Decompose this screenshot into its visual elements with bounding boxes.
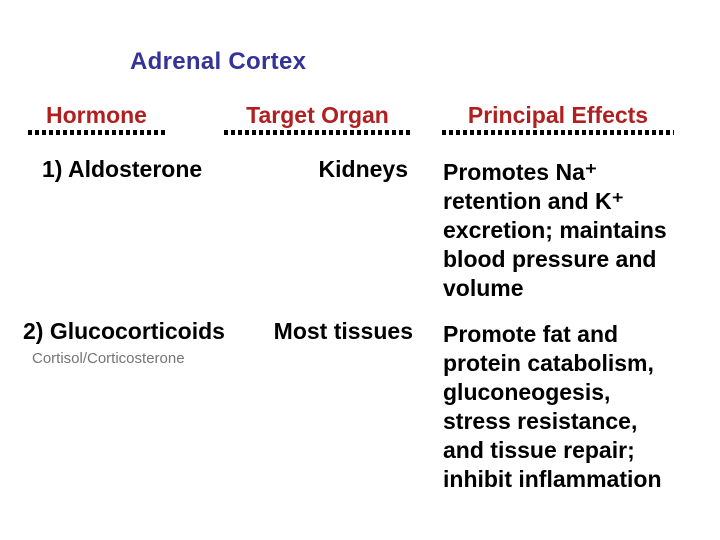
dotted-underline-principal-effects — [442, 130, 674, 135]
slide-title: Adrenal Cortex — [130, 48, 307, 75]
row1-target-organ: Kidneys — [318, 156, 408, 182]
column-header-target-organ-label: Target Organ — [246, 102, 389, 128]
column-header-target-organ: Target Organ — [224, 103, 411, 135]
row1-hormone-name: 1) Aldosterone — [42, 156, 203, 182]
dotted-underline-hormone — [28, 130, 165, 135]
column-header-principal-effects-label: Principal Effects — [467, 102, 649, 128]
row2-hormone-name: 2) Glucocorticoids — [23, 318, 225, 344]
column-header-hormone: Hormone — [28, 103, 165, 135]
row1-principal-effects: Promotes Na⁺ retention and K⁺ excretion;… — [443, 159, 667, 301]
column-header-hormone-label: Hormone — [46, 102, 147, 128]
row2-target-organ: Most tissues — [273, 318, 413, 344]
column-header-principal-effects: Principal Effects — [442, 103, 674, 135]
row2-hormone-note: Cortisol/Corticosterone — [32, 350, 185, 367]
dotted-underline-target-organ — [224, 130, 411, 135]
row2-principal-effects: Promote fat and protein catabolism, gluc… — [443, 321, 662, 492]
